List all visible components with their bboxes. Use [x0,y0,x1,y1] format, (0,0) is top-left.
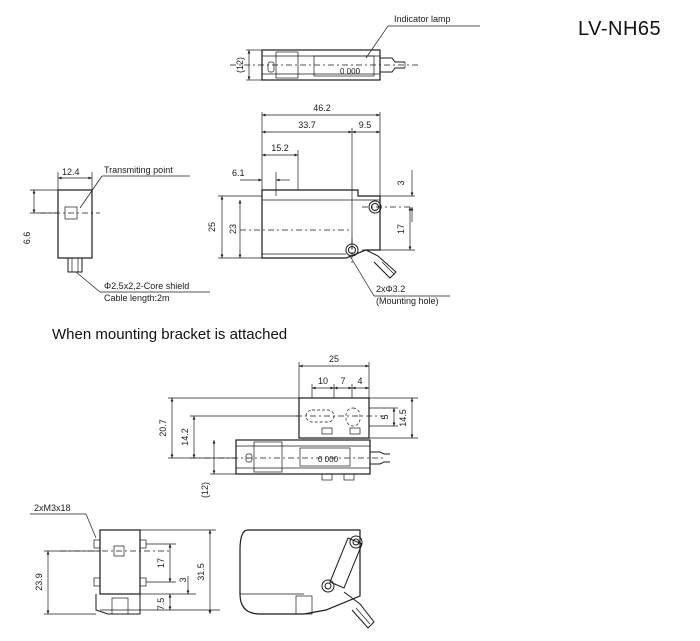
top-view: 0 000 (12) Indicator lamp [230,14,480,81]
side-dim-3: 3 [178,577,188,582]
bracket-dim-10: 10 [318,376,328,386]
side-view: 12.4 6.6 Transmiting point Φ2.5x2,2-Core… [22,165,210,303]
side-dim-7-5: 7.5 [156,598,166,611]
bracket-dim-5: 5 [380,414,390,419]
mounting-hole-qty-label: 2xΦ3.2 [376,284,405,294]
side-view-body [57,189,93,259]
model-title: LV-NH65 [578,18,662,40]
front-view: 46.2 33.7 9.5 15.2 6.1 25 23 3 17 2xΦ3.2… [207,103,450,306]
dim-25-front: 25 [207,222,217,232]
cable-length-label: Cable length:2m [104,293,170,303]
indicator-window [313,55,375,77]
screw-label: 2xM3x18 [34,503,71,513]
dim-9-5: 9.5 [359,120,372,130]
bracket-indicator-digits: 0 000 [318,455,339,464]
dim-top-12: (12) [235,57,245,73]
bracket-dim-14-5: 14.5 [398,409,408,427]
dim-33-7: 33.7 [298,120,316,130]
dim-6-6: 6.6 [22,232,32,245]
bracket-dim-25: 25 [329,354,339,364]
dim-12-4: 12.4 [62,167,80,177]
transmitting-point-label: Transmiting point [104,165,173,175]
side-dim-17: 17 [156,558,166,568]
bracket-section-title: When mounting bracket is attached [52,326,288,343]
dim-46-2: 46.2 [313,103,331,113]
dim-15-2: 15.2 [271,143,289,153]
dim-17-front: 17 [396,224,406,234]
dim-23: 23 [228,224,238,234]
bracket-top-view: 0 000 25 10 7 4 14.5 5 20.7 [158,354,418,498]
bracket-front-body [239,529,361,615]
bracket-dim-12: (12) [200,482,210,498]
bracket-dim-7: 7 [340,376,345,386]
bracket-side-view: 2xM3x18 23.9 17 3 7.5 31.5 [30,503,220,615]
bracket-dim-20-7: 20.7 [158,419,168,437]
indicator-lamp-label: Indicator lamp [394,14,451,24]
cable-spec-label: Φ2.5x2,2-Core shield [104,281,189,291]
top-view-body [261,49,381,81]
side-dim-23-9: 23.9 [34,573,44,591]
mounting-hole-label: (Mounting hole) [376,296,439,306]
bracket-front-view [239,529,375,629]
dim-6-1: 6.1 [232,168,245,178]
side-dim-31-5: 31.5 [196,563,206,581]
indicator-digits: 0 000 [340,67,361,76]
bracket-dim-4: 4 [357,376,362,386]
bracket-dim-14-2: 14.2 [180,428,190,446]
dim-3-front: 3 [396,180,406,185]
bracket-side-body [99,529,141,595]
